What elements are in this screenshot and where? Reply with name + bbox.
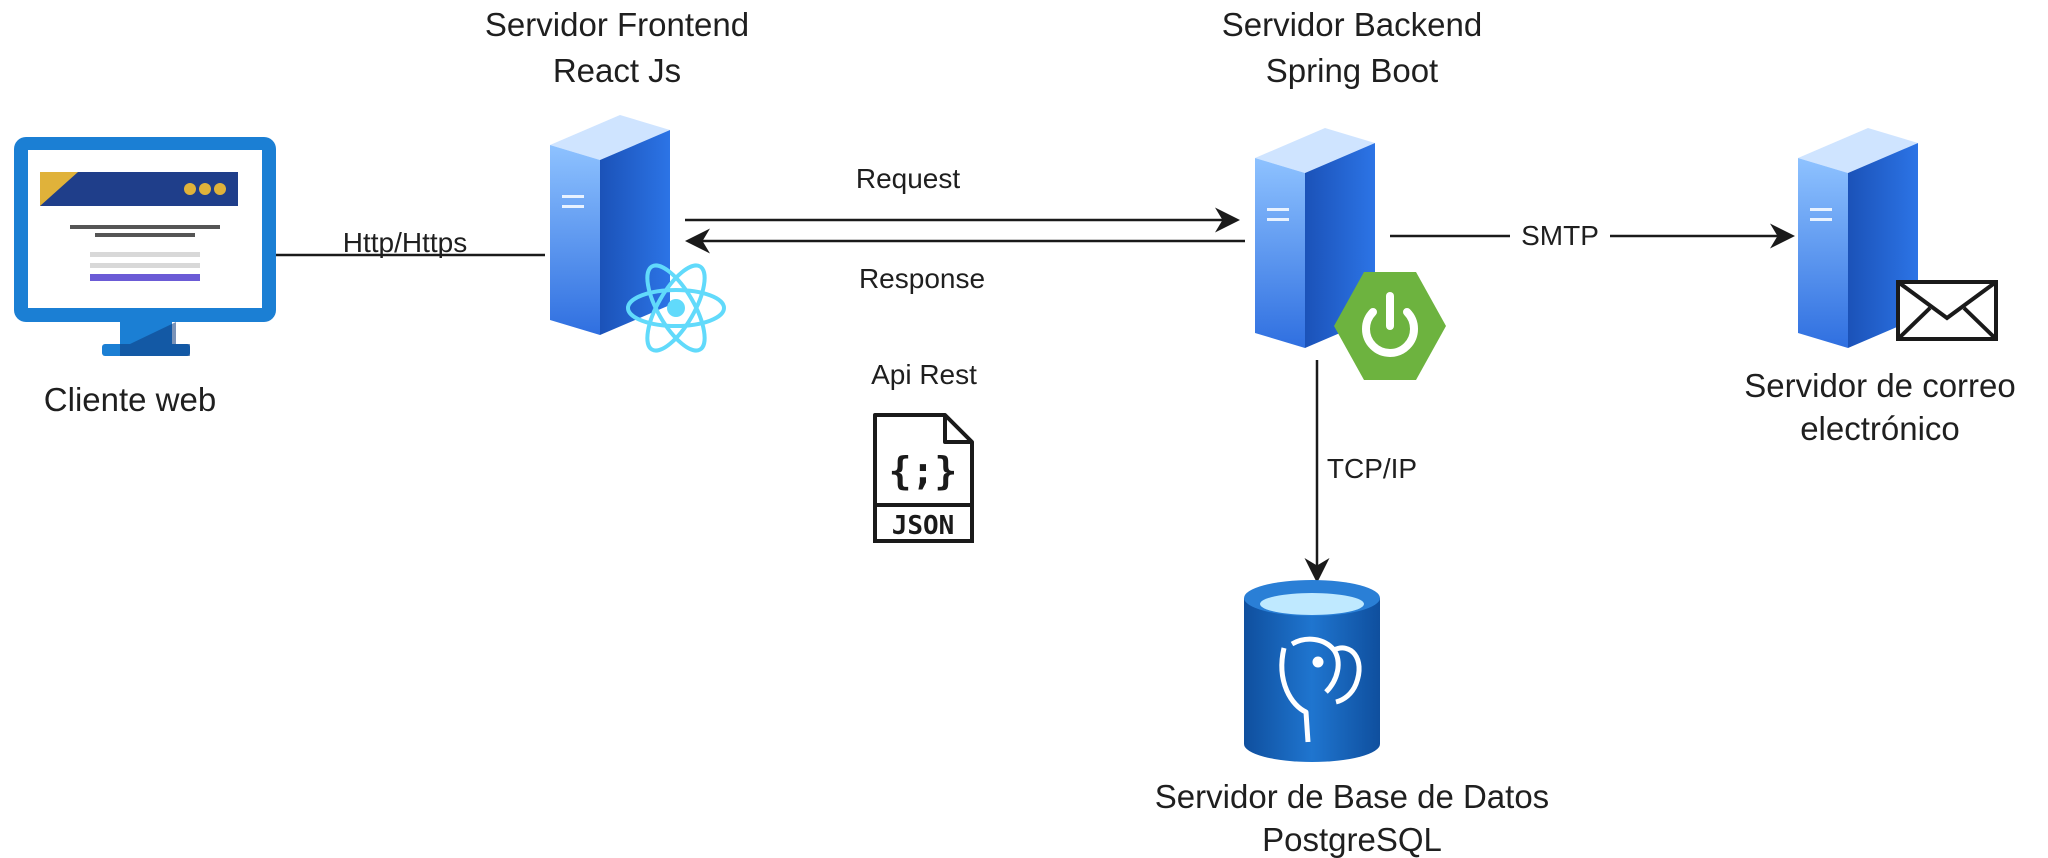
api-label: Api Rest [871,359,977,390]
frontend-title-line1: Servidor Frontend [485,6,749,43]
mail-envelope-icon [1896,280,1998,341]
edge-label-smtp: SMTP [1521,220,1599,251]
edge-label-tcpip: TCP/IP [1327,453,1417,484]
database-label-line2: PostgreSQL [1262,821,1442,858]
mail-label-line1: Servidor de correo [1744,367,2015,404]
database-icon [1244,580,1380,762]
react-icon [626,263,726,353]
mail-node: Servidor de correo electrónico [1744,128,2016,447]
mail-label-line2: electrónico [1800,410,1960,447]
frontend-title-line2: React Js [553,52,681,89]
database-node: Servidor de Base de Datos PostgreSQL [1155,580,1549,858]
backend-title-line2: Spring Boot [1266,52,1438,89]
client-node: Cliente web [14,137,276,418]
backend-node: Servidor Backend Spring Boot [1222,6,1482,380]
json-glyph: {;} [889,449,958,493]
client-label: Cliente web [44,381,216,418]
elephant-icon [1279,636,1362,743]
monitor-icon [14,137,276,356]
json-file-icon: {;} JSON [873,413,974,543]
connections [275,207,1795,583]
edge-label-request: Request [856,163,961,194]
frontend-node: Servidor Frontend React Js [485,6,749,353]
database-label-line1: Servidor de Base de Datos [1155,778,1549,815]
backend-title-line1: Servidor Backend [1222,6,1482,43]
api-rest-node: Api Rest {;} JSON [871,359,977,543]
edge-label-http: Http/Https [343,227,467,258]
json-badge: JSON [892,511,955,541]
spring-boot-icon [1334,272,1446,380]
edge-label-response: Response [859,263,985,294]
